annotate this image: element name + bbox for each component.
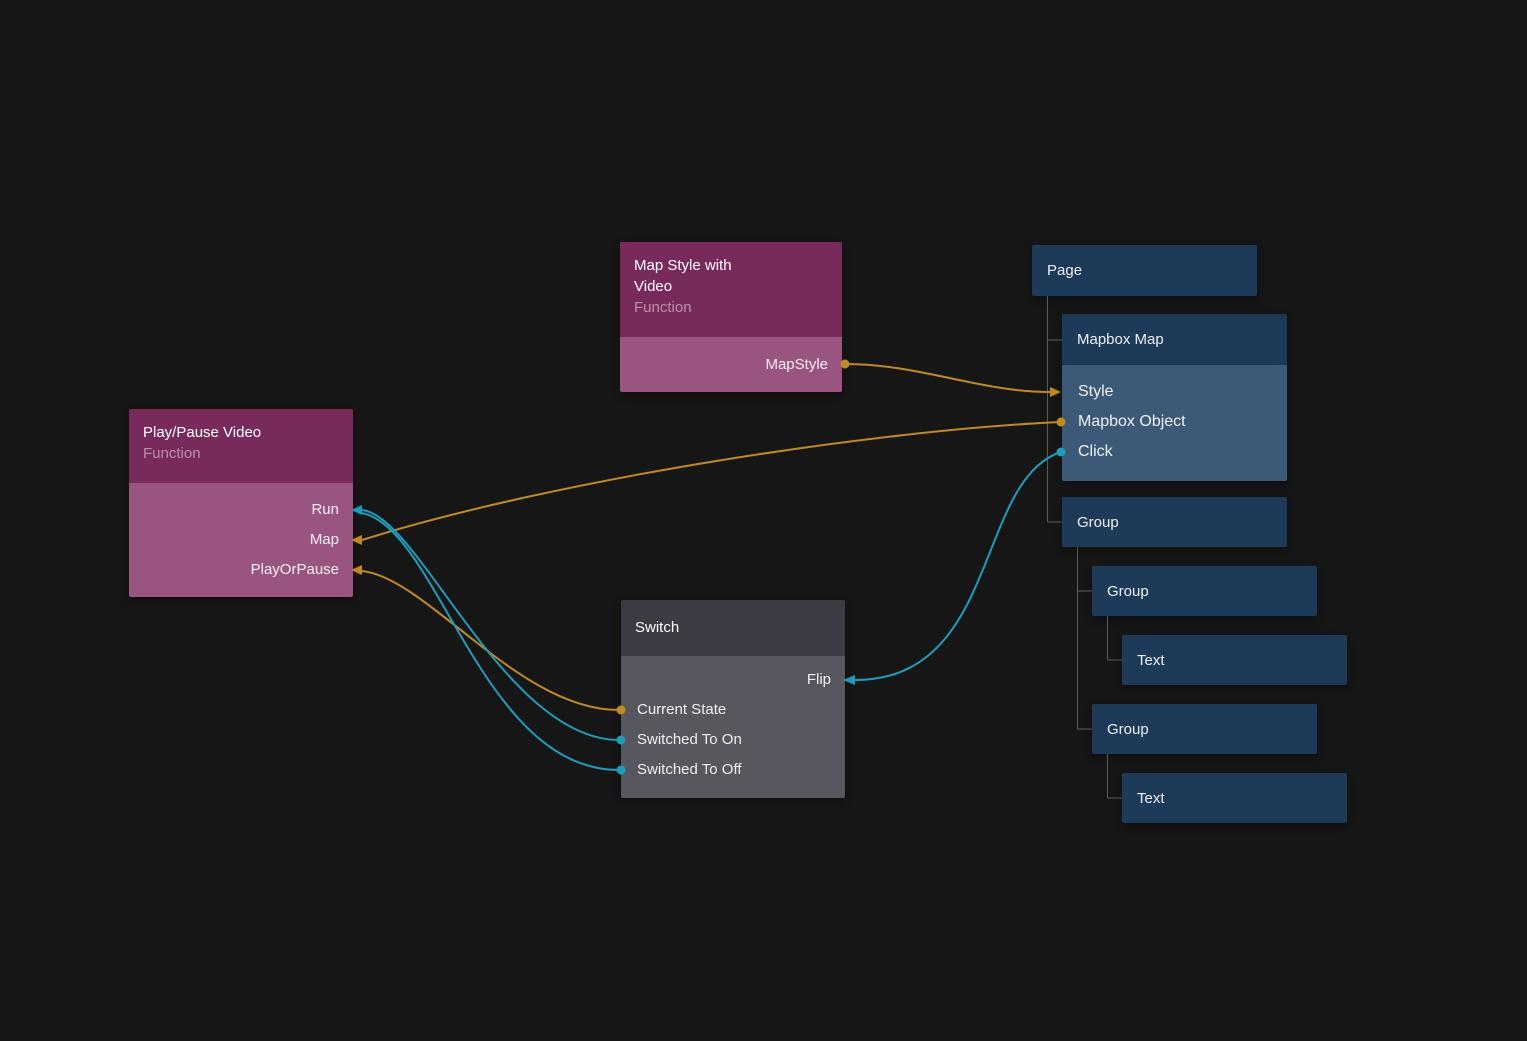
port-mapbox-object[interactable]: Mapbox Object [1062, 407, 1287, 437]
node-page[interactable]: Page [1032, 245, 1257, 296]
port-map[interactable]: Map [129, 525, 353, 555]
port-mapstyle[interactable]: MapStyle [765, 350, 828, 380]
node-title: Group [1077, 514, 1119, 531]
node-title: Page [1047, 262, 1082, 279]
node-mapbox-map-ports: Style Mapbox Object Click [1062, 365, 1287, 481]
node-title: Group [1107, 721, 1149, 738]
connection-mapstyle-to-style[interactable] [845, 364, 1050, 392]
node-subtitle: Function [143, 443, 339, 464]
port-switched-to-on[interactable]: Switched To On [621, 725, 845, 755]
port-run[interactable]: Run [129, 495, 353, 525]
node-title: Switch [635, 617, 831, 638]
node-group-3[interactable]: Group [1092, 704, 1317, 754]
node-map-style-with-video[interactable]: Map Style with Video Function MapStyle [620, 242, 842, 392]
port-style[interactable]: Style [1062, 377, 1287, 407]
node-switch[interactable]: Switch Flip Current State Switched To On… [621, 600, 845, 798]
node-ports: Run Map PlayOrPause [129, 483, 353, 597]
node-mapbox-map[interactable]: Mapbox Map [1062, 314, 1287, 365]
connection-switched-on-to-run[interactable] [362, 510, 621, 740]
node-play-pause-video[interactable]: Play/Pause Video Function Run Map PlayOr… [129, 409, 353, 597]
port-flip[interactable]: Flip [621, 665, 845, 695]
port-current-state[interactable]: Current State [621, 695, 845, 725]
node-subtitle: Function [634, 297, 828, 318]
connection-switched-off-to-run[interactable] [362, 513, 621, 770]
node-title: Map Style with Video [634, 255, 764, 297]
node-ports: Flip Current State Switched To On Switch… [621, 656, 845, 798]
node-text-1[interactable]: Text [1122, 635, 1347, 685]
port-playorpause[interactable]: PlayOrPause [129, 555, 353, 585]
node-title: Group [1107, 583, 1149, 600]
node-header: Switch [621, 600, 845, 656]
connection-mapbox-object-to-map[interactable] [362, 422, 1061, 540]
node-title: Mapbox Map [1077, 331, 1164, 348]
connection-current-state-to-playorpause[interactable] [362, 571, 621, 710]
node-text-2[interactable]: Text [1122, 773, 1347, 823]
input-arrow-style[interactable] [1050, 387, 1061, 397]
node-ports: MapStyle [620, 337, 842, 392]
node-group-2[interactable]: Group [1092, 566, 1317, 616]
node-title: Text [1137, 652, 1165, 669]
node-header: Map Style with Video Function [620, 242, 842, 337]
node-group-1[interactable]: Group [1062, 497, 1287, 547]
port-switched-to-off[interactable]: Switched To Off [621, 755, 845, 785]
node-header: Play/Pause Video Function [129, 409, 353, 483]
port-click[interactable]: Click [1062, 437, 1287, 467]
connection-click-to-flip[interactable] [855, 452, 1061, 680]
node-title: Text [1137, 790, 1165, 807]
node-title: Play/Pause Video [143, 422, 339, 443]
